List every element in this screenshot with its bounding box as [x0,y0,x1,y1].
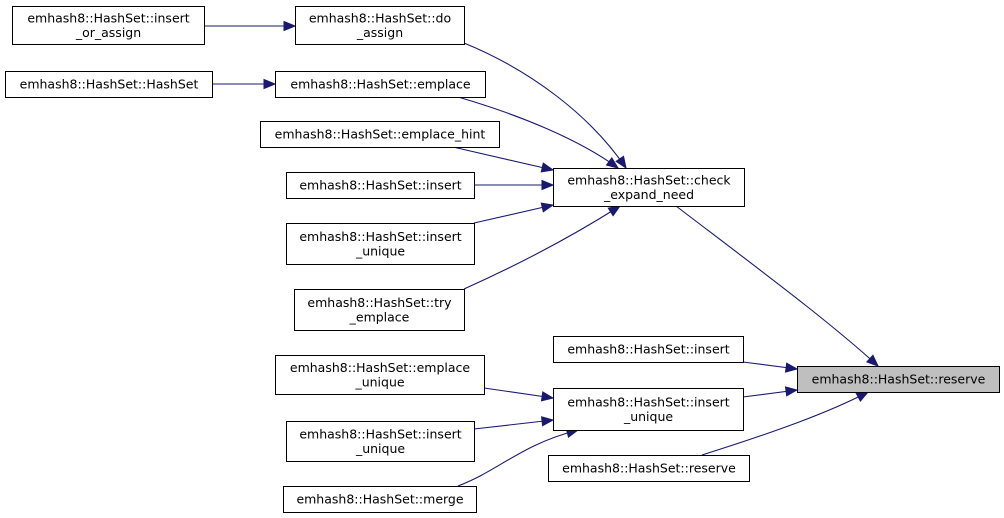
node-label: emhash8::HashSet::merge [296,492,463,507]
arrowhead [540,391,555,402]
edge-line [675,205,879,367]
node-box [283,486,477,513]
arrowhead [784,386,799,397]
edge-hashset-to-emplace [212,78,277,90]
node-box [5,71,213,98]
node-label: emhash8::HashSet::emplace [290,360,471,375]
node-box [275,71,486,98]
edge-emplace_unique-to-insert_unique_mid [483,387,555,402]
node-label: emhash8::HashSet::check [567,172,731,187]
edge-line [457,96,619,169]
node-label: emhash8::HashSet::insert [299,426,461,441]
node-box [553,168,745,207]
edge-insert_a-to-check_expand_need [474,179,555,191]
node-label: emhash8::HashSet::emplace [290,77,471,92]
node-reserve-focus[interactable]: emhash8::HashSet::reserve [797,366,1000,393]
node-box [275,355,485,395]
arrowhead [540,162,555,173]
node-label: _unique [354,374,404,389]
arrowhead [540,416,555,427]
node-label: _expand_need [603,187,694,202]
edge-line [463,42,627,169]
node-hashset[interactable]: emhash8::HashSet::HashSet [5,71,213,98]
edge-insert_b-to-reserve_focus [742,361,799,373]
edge-emplace_hint-to-check_expand_need [452,146,555,173]
node-try-emplace[interactable]: emhash8::HashSet::try_emplace [294,289,465,331]
node-label: _assign [356,25,403,40]
node-box [548,455,750,482]
node-label: emhash8::HashSet::insert [567,394,729,409]
node-insert-unique-a[interactable]: emhash8::HashSet::insert_unique [286,223,475,265]
edge-line [473,419,554,430]
node-label: _emplace [349,309,410,324]
arrowhead [605,156,620,169]
node-do-assign[interactable]: emhash8::HashSet::do_assign [295,6,465,45]
node-label: emhash8::HashSet::insert [299,178,461,193]
node-label: emhash8::HashSet::emplace_hint [275,127,486,142]
node-box [797,366,1000,393]
node-box [286,421,475,462]
edge-do_assign-to-check_expand_need [463,42,627,170]
node-label: emhash8::HashSet::reserve [812,372,986,387]
node-label: _unique [355,243,405,258]
arrowhead [607,205,622,217]
node-box [286,223,475,265]
arrowhead [784,362,799,373]
arrowhead [263,78,277,90]
node-box [286,172,475,199]
node-label: _unique [623,409,673,424]
node-label: emhash8::HashSet::insert [567,342,729,357]
edge-insert_unique_mid-to-reserve_focus [742,386,799,398]
arrowhead [855,391,870,402]
edge-insert_unique_a-to-check_expand_need [473,202,555,224]
node-box [294,289,465,331]
node-box [553,336,744,363]
node-insert-a[interactable]: emhash8::HashSet::insert [286,172,475,199]
node-label: emhash8::HashSet::HashSet [20,77,199,92]
node-box [553,388,744,431]
edge-emplace-to-check_expand_need [457,96,620,169]
node-box [295,6,465,45]
edge-insert_or_assign-to-do_assign [204,20,297,32]
node-label: emhash8::HashSet::insert [299,229,461,244]
node-label: emhash8::HashSet::insert [27,10,189,25]
node-emplace-hint[interactable]: emhash8::HashSet::emplace_hint [260,121,500,148]
arrowhead [615,155,627,170]
node-insert-or-assign[interactable]: emhash8::HashSet::insert_or_assign [12,6,205,45]
edge-line [483,387,554,399]
edge-line [463,205,621,290]
node-merge[interactable]: emhash8::HashSet::merge [283,486,477,513]
node-emplace[interactable]: emhash8::HashSet::emplace [275,71,486,98]
edges-layer [204,20,879,487]
arrowhead [865,354,879,367]
node-label: _unique [355,441,405,456]
nodes-layer: emhash8::HashSet::insert_or_assignemhash… [5,6,1000,513]
node-emplace-unique[interactable]: emhash8::HashSet::emplace_unique [275,355,485,395]
edge-line [452,146,554,171]
arrowhead [541,179,555,191]
edge-check_expand_need-to-reserve_focus [675,205,879,367]
node-label: emhash8::HashSet::reserve [562,461,736,476]
node-insert-unique-mid[interactable]: emhash8::HashSet::insert_unique [553,388,744,431]
edge-try_emplace-to-check_expand_need [463,205,622,290]
node-reserve-b[interactable]: emhash8::HashSet::reserve [548,455,750,482]
node-box [12,6,205,45]
node-box [260,121,500,148]
edge-line [701,391,869,456]
node-label: _or_assign [75,25,141,40]
edge-line [473,204,554,224]
node-insert-unique-b[interactable]: emhash8::HashSet::insert_unique [286,421,475,462]
node-label: emhash8::HashSet::try [307,295,452,310]
edge-line [457,429,579,487]
node-label: emhash8::HashSet::do [309,10,451,25]
arrowhead [540,202,555,213]
node-check-expand-need[interactable]: emhash8::HashSet::check_expand_need [553,168,745,207]
node-insert-b[interactable]: emhash8::HashSet::insert [553,336,744,363]
edge-insert_unique_b-to-insert_unique_mid [473,416,555,430]
arrowhead [283,20,297,32]
